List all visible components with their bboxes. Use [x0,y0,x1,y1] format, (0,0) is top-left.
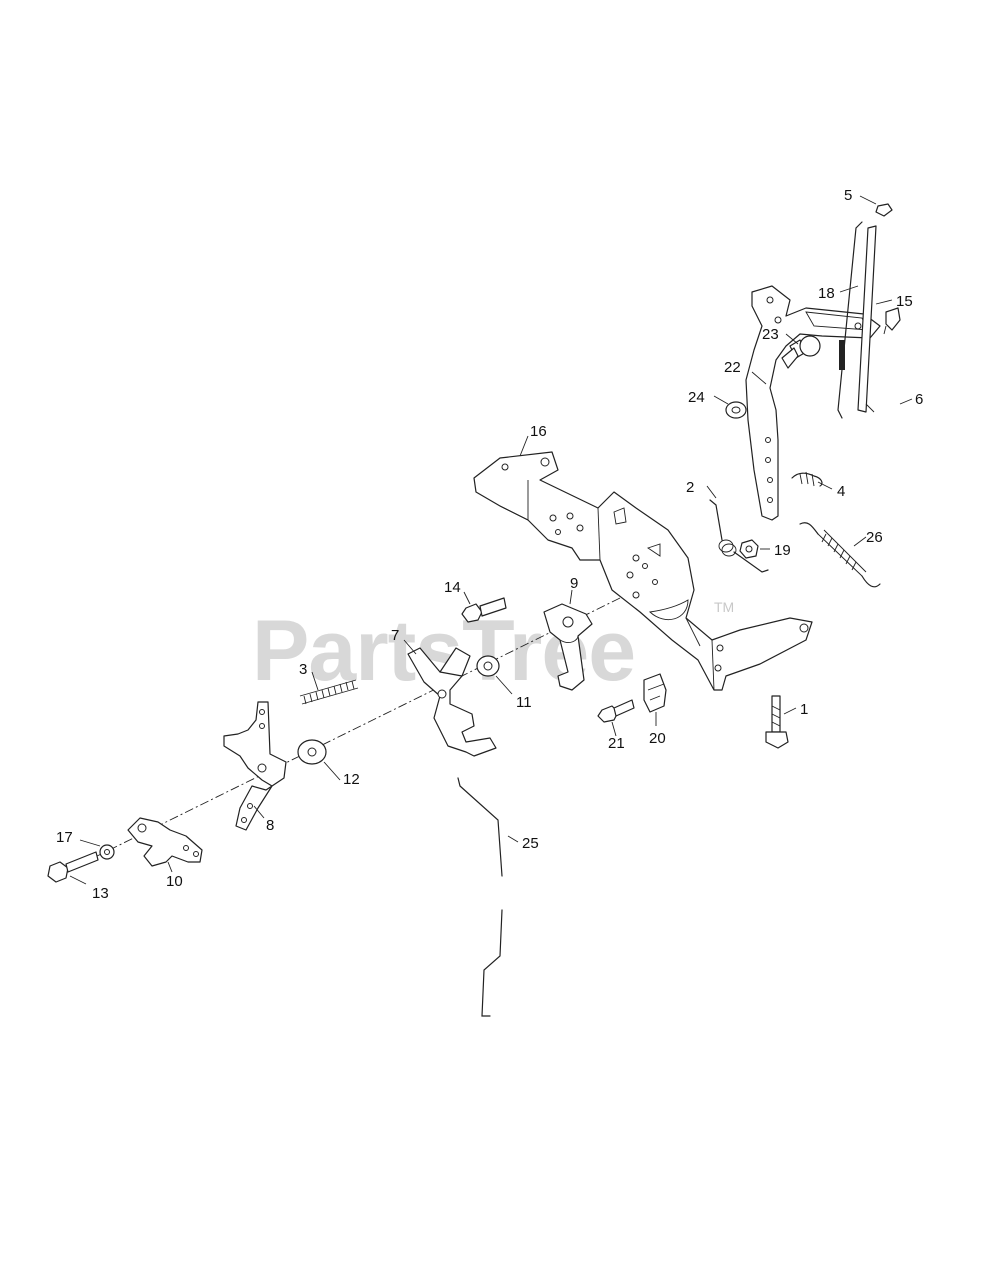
part-12-washer[interactable] [297,739,327,765]
part-11-washer[interactable] [476,655,500,677]
callout-20: 20 [649,730,666,747]
callout-8: 8 [266,817,274,834]
callout-15: 15 [896,293,913,310]
part-7-lever[interactable] [407,647,497,757]
callout-4: 4 [837,483,845,500]
callout-13: 13 [92,885,109,902]
part-4-spring[interactable] [791,471,823,487]
callout-11: 11 [516,694,532,711]
part-5-screw[interactable] [875,203,893,217]
callout-21: 21 [608,735,625,752]
watermark-trademark: TM [714,599,734,615]
part-10-plate[interactable] [127,817,203,867]
callout-2: 2 [686,479,694,496]
callout-14: 14 [444,579,461,596]
callout-10: 10 [166,873,183,890]
part-3-spring[interactable] [299,679,359,705]
callout-9: 9 [570,575,578,592]
part-1-bolt[interactable] [765,695,789,749]
part-14-bolt[interactable] [461,597,507,623]
part-8-bracket[interactable] [223,701,287,831]
part-9-arm[interactable] [543,603,593,691]
part-23-knob[interactable] [781,335,821,369]
callout-5: 5 [844,187,852,204]
callout-6: 6 [915,391,923,408]
callout-24: 24 [688,389,705,406]
callout-1: 1 [800,701,808,718]
callout-18: 18 [818,285,835,302]
callouts: 1 2 3 4 5 6 7 8 9 10 11 12 13 14 15 16 1… [56,187,923,902]
callout-17: 17 [56,829,73,846]
callout-19: 19 [774,542,791,559]
leader-lines [69,195,913,885]
callout-25: 25 [522,835,539,852]
part-19-nut[interactable] [739,539,759,559]
part-16-bracket[interactable] [473,451,813,691]
rod-grip-icon [839,340,845,370]
part-24-bushing[interactable] [725,401,747,419]
callout-16: 16 [530,423,547,440]
callout-26: 26 [866,529,883,546]
assembly-axis [84,597,621,863]
part-22-lever[interactable] [745,285,881,521]
part-18-rod[interactable] [837,221,863,419]
part-13-bolt[interactable] [47,851,99,883]
part-2-spring[interactable] [709,499,769,573]
callout-3: 3 [299,661,307,678]
part-25-rod[interactable] [457,777,503,1017]
part-20-clamp[interactable] [643,673,667,713]
callout-12: 12 [343,771,360,788]
part-21-bolt[interactable] [597,699,635,723]
part-15-link[interactable] [857,225,877,413]
callout-23: 23 [762,326,779,343]
callout-7: 7 [391,627,399,644]
part-17-washer[interactable] [99,844,115,860]
part-26-spring[interactable] [799,522,881,588]
part-6-clip[interactable] [883,307,901,335]
callout-22: 22 [724,359,741,376]
